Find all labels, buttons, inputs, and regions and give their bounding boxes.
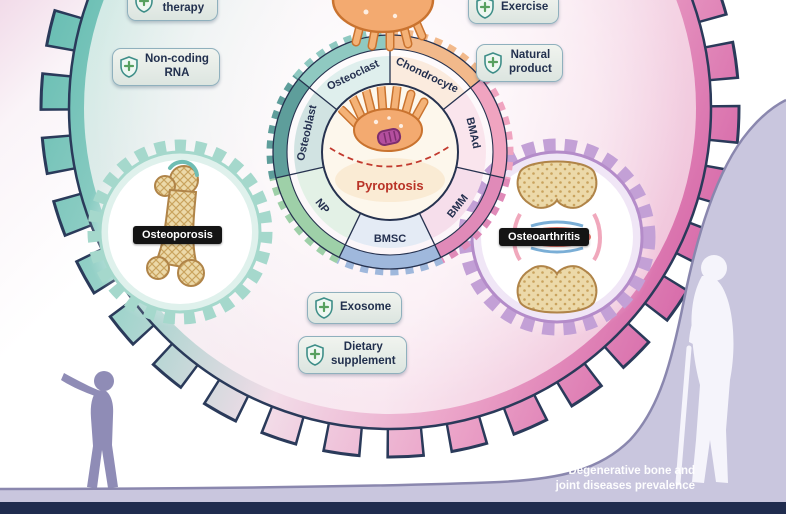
gear-teeth (42, 0, 738, 456)
shield-plus-icon (476, 0, 494, 19)
osteoporosis-label: Osteoporosis (133, 226, 222, 244)
hill-outline (0, 98, 786, 491)
pyroptosis-wheel: Osteoclast Chondrocyte BMAd BMM BMSC NP … (266, 28, 514, 276)
osteoarthritis-label: Osteoarthritis (499, 228, 590, 246)
shield-plus-icon (315, 297, 333, 319)
badge-label: RNA (164, 66, 190, 79)
badge-dietary-supplement: Dietary supplement (298, 336, 407, 374)
caption-line-1: Degenerative bone and (568, 465, 695, 477)
badge-non-coding-rna: Non-coding RNA (112, 48, 220, 86)
bottom-bar (0, 502, 786, 514)
osteoarthritis-gear-ring (458, 138, 656, 336)
segment-label-bmsc: BMSC (374, 233, 406, 245)
badge-label: Exosome (340, 301, 392, 314)
badge-exosome: Exosome (307, 292, 403, 324)
wheel-dividers (275, 35, 505, 258)
badge-label: Non-coding (145, 53, 209, 65)
elderly-silhouette (675, 255, 734, 486)
pyroptosis-cell-illustration (329, 86, 451, 202)
bone-cartilage-cap (168, 159, 199, 177)
joint-capsule-right (592, 213, 602, 262)
badge-label: Exercise (501, 1, 549, 14)
badge-label: Dietary (343, 341, 383, 353)
badge-exercise: Exercise (468, 0, 560, 24)
prevalence-caption: Degenerative bone and joint diseases pre… (470, 464, 695, 494)
shield-plus-icon (135, 0, 153, 13)
osteoclast-cell-illustration (331, 0, 435, 52)
dashed-membrane-arc (329, 145, 451, 168)
hill-fill (0, 100, 786, 514)
shield-plus-icon (484, 51, 502, 74)
meniscus-top (530, 220, 584, 228)
osteoporosis-gear-ring (87, 139, 273, 325)
child-silhouette (61, 371, 118, 488)
badge-label: supplement (331, 354, 396, 367)
meniscus-bottom (530, 246, 584, 254)
badge-label: therapy (162, 1, 205, 14)
badge-label: Natural (510, 49, 551, 61)
pyroptosis-label: Pyroptosis (356, 178, 423, 193)
badge-natural-product: Natural product (476, 44, 563, 82)
wheel-color-band (272, 35, 508, 269)
caption-line-2: joint diseases prevalence (555, 479, 695, 492)
prevalence-curve (0, 98, 786, 514)
badge-physical-therapy: Physical therapy (127, 0, 218, 21)
badge-label: product (509, 62, 552, 75)
wheel-tint-band (294, 55, 486, 249)
gasdermin-organelle (376, 127, 402, 147)
cane (675, 345, 692, 486)
shield-plus-icon (306, 343, 324, 366)
joint-bones (516, 160, 598, 314)
shield-plus-icon (120, 55, 138, 78)
